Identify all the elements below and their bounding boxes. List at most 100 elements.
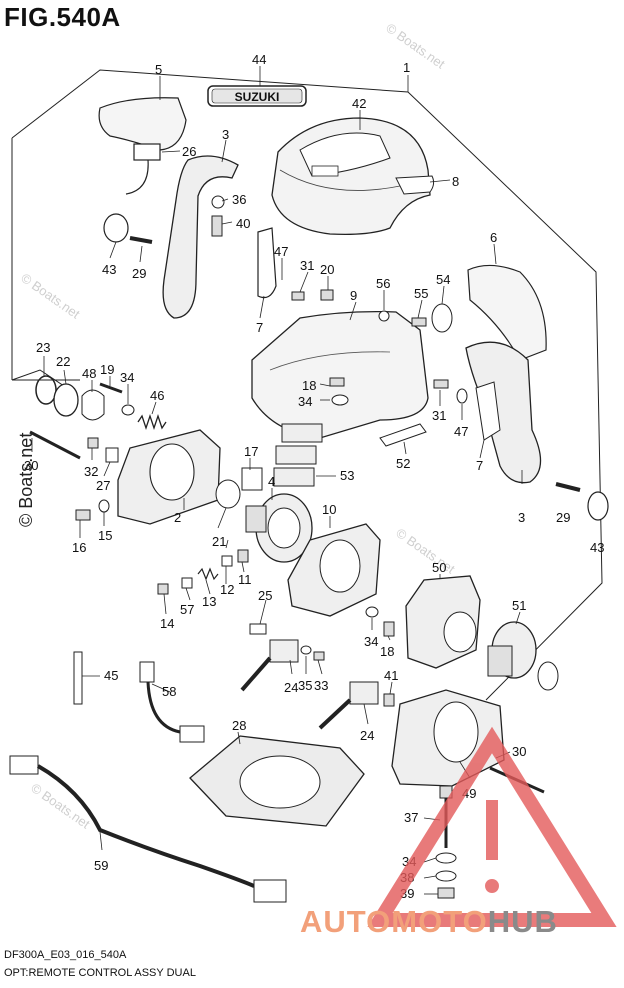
- callout-11: 11: [238, 572, 252, 587]
- callout-14: 14: [160, 616, 174, 631]
- clip-part: [87, 437, 99, 449]
- washer-part: [435, 852, 457, 864]
- callout-12: 12: [220, 582, 234, 597]
- callout-33: 33: [314, 678, 328, 693]
- strip-part: [379, 423, 427, 447]
- callout-21: 21: [212, 534, 226, 549]
- callout-26: 26: [182, 144, 196, 159]
- clip-part: [221, 555, 233, 567]
- callout-28: 28: [232, 718, 246, 733]
- bushing-part: [81, 389, 105, 421]
- washer-part: [121, 404, 135, 416]
- pad-part: [273, 467, 315, 487]
- friction-gear-part: [245, 493, 313, 563]
- washer-part: [365, 606, 379, 618]
- callout-47: 47: [454, 424, 468, 439]
- assembly-boundary-line: [11, 69, 603, 701]
- callout-57: 57: [180, 602, 194, 617]
- screw-part: [291, 291, 305, 301]
- side-watermark: © Boats.net: [16, 432, 36, 527]
- callout-30: 30: [24, 458, 38, 473]
- callout-50: 50: [432, 560, 446, 575]
- callout-20: 20: [320, 262, 334, 277]
- callout-45: 45: [104, 668, 118, 683]
- bushing-part: [241, 467, 263, 491]
- callout-48: 48: [82, 366, 96, 381]
- washer-part: [300, 645, 312, 655]
- washer-part: [98, 499, 110, 513]
- nut-part: [378, 310, 390, 322]
- clip-part: [181, 577, 193, 589]
- watermark-text: © Boats.net: [18, 270, 83, 322]
- screw-part: [383, 621, 395, 637]
- screw-part: [383, 693, 395, 707]
- screw-part: [211, 215, 223, 237]
- callout-16: 16: [72, 540, 86, 555]
- callout-35: 35: [298, 678, 312, 693]
- callout-43: 43: [102, 262, 116, 277]
- callout-22: 22: [56, 354, 70, 369]
- callout-41: 41: [384, 668, 398, 683]
- washer-part: [53, 383, 79, 417]
- diagram-code: DF300A_E03_016_540A: [4, 949, 127, 961]
- callout-6: 6: [490, 230, 497, 245]
- left-body-bore: [149, 443, 195, 501]
- assembly-boundary-line: [11, 369, 71, 391]
- callout-43: 43: [590, 540, 604, 555]
- long-bolt-part: [29, 430, 81, 460]
- callout-3: 3: [222, 127, 229, 142]
- long-harness-part: [9, 755, 287, 903]
- callout-25: 25: [258, 588, 272, 603]
- svg-text:SUZUKI: SUZUKI: [235, 90, 280, 104]
- callout-4: 4: [268, 474, 275, 489]
- callout-13: 13: [202, 594, 216, 609]
- diagram-title: OPT:REMOTE CONTROL ASSY DUAL: [4, 967, 196, 979]
- callout-36: 36: [232, 192, 246, 207]
- nut-part: [437, 887, 455, 899]
- callout-30: 30: [512, 744, 526, 759]
- sensor-part: [318, 681, 379, 730]
- washer-part: [103, 213, 129, 243]
- connector-part: [125, 143, 161, 195]
- screw-part: [99, 382, 123, 394]
- gear-drum-part: [487, 621, 559, 691]
- right-body-bore: [319, 539, 361, 593]
- callout-32: 32: [84, 464, 98, 479]
- callout-7: 7: [256, 320, 263, 335]
- callout-15: 15: [98, 528, 112, 543]
- callout-44: 44: [252, 52, 266, 67]
- callout-29: 29: [132, 266, 146, 281]
- clip-part: [157, 583, 169, 595]
- callout-31: 31: [300, 258, 314, 273]
- cover-side-part: [395, 175, 435, 195]
- callout-31: 31: [432, 408, 446, 423]
- callout-3: 3: [518, 510, 525, 525]
- base-housing-part: [251, 310, 429, 439]
- screw-part: [433, 379, 449, 389]
- washer-part: [215, 479, 241, 509]
- base-housing-detail: [269, 351, 391, 371]
- washer-part: [587, 491, 609, 521]
- switch-housing-bore: [443, 611, 477, 653]
- figure-title: FIG.540A: [4, 2, 121, 32]
- spring-part: [137, 413, 167, 431]
- callout-51: 51: [512, 598, 526, 613]
- screw-part: [411, 317, 427, 327]
- callout-34: 34: [364, 634, 378, 649]
- clip-part: [237, 549, 249, 563]
- callout-47: 47: [274, 244, 288, 259]
- left-lever-part: [162, 155, 239, 319]
- callout-8: 8: [452, 174, 459, 189]
- watermark-text: © Boats.net: [383, 20, 448, 72]
- callout-37: 37: [404, 810, 418, 825]
- screw-part: [329, 377, 345, 387]
- callout-24: 24: [360, 728, 374, 743]
- callout-55: 55: [414, 286, 428, 301]
- suzuki-badge: SUZUKI: [207, 85, 307, 107]
- callout-24: 24: [284, 680, 298, 695]
- bracket-part: [475, 381, 501, 441]
- clip-part: [249, 623, 267, 635]
- callout-53: 53: [340, 468, 354, 483]
- callout-46: 46: [150, 388, 164, 403]
